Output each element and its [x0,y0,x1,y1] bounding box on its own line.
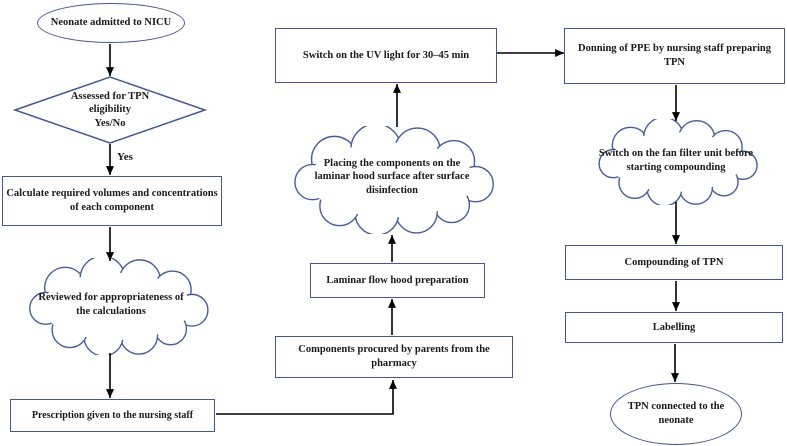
node-start-terminator: Neonate admitted to NICU [37,3,185,43]
node-fan-label: Switch on the fan filter unit before sta… [598,148,754,173]
node-calculate-label: Calculate required volumes and concentra… [6,188,218,213]
node-decision-label: Assessed for TPN eligibility [70,90,150,116]
node-uv-label: Switch on the UV light for 30–45 min [302,49,470,61]
node-end-label: TPN connected to the neonate [627,401,725,426]
decision-diamond-shape [12,76,208,144]
node-donning-process: Donning of PPE by nursing staff preparin… [564,28,785,84]
node-components-label: Components procured by parents from the … [298,344,490,369]
node-end-terminator: TPN connected to the neonate [610,383,742,445]
edge-label-yes: Yes [117,151,133,163]
node-calculate-process: Calculate required volumes and concentra… [2,176,222,226]
node-compounding-process: Compounding of TPN [565,245,783,280]
node-prescription-process: Prescription given to the nursing staff [10,399,215,432]
node-fan-text: Switch on the fan filter unit before sta… [583,140,769,182]
node-laminar-process: Laminar flow hood preparation [310,263,485,298]
node-placing-text: Placing the components on the laminar ho… [307,147,477,207]
node-donning-label: Donning of PPE by nursing staff preparin… [578,43,771,68]
node-compounding-label: Compounding of TPN [624,256,724,268]
node-labelling-process: Labelling [565,312,783,343]
node-placing-label: Placing the components on the laminar ho… [314,157,470,196]
node-reviewed-text: Reviewed for appropriateness of the calc… [38,277,184,333]
node-reviewed-label: Reviewed for appropriateness of the calc… [38,292,184,317]
arrow-prescription-to-components [216,380,397,415]
node-uv-process: Switch on the UV light for 30–45 min [275,28,497,83]
node-decision-text: Assessed for TPN eligibility Yes/No [50,84,170,136]
node-components-process: Components procured by parents from the … [275,336,513,378]
node-decision-sublabel: Yes/No [94,117,126,129]
node-start-label: Neonate admitted to NICU [50,17,172,29]
node-prescription-label: Prescription given to the nursing staff [31,410,194,421]
node-labelling-label: Labelling [652,321,696,333]
node-laminar-label: Laminar flow hood preparation [326,274,469,286]
